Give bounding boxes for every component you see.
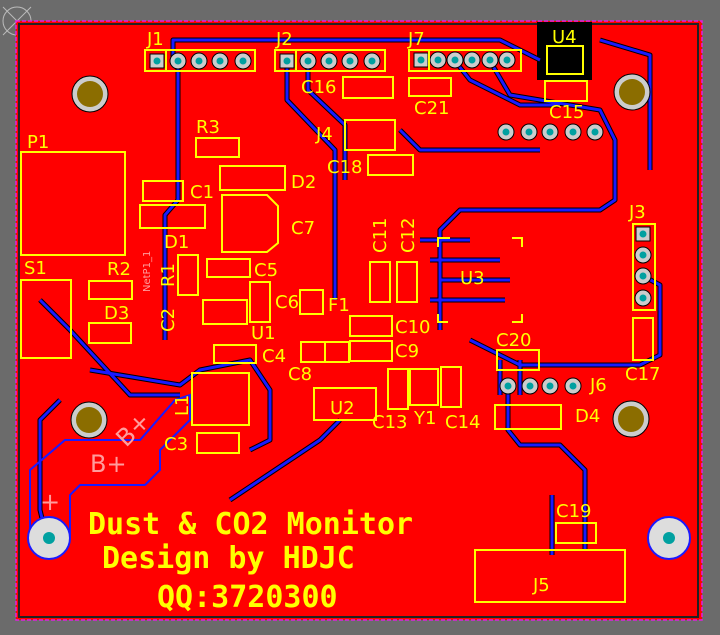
drill-hole <box>639 251 647 259</box>
label-y1: Y1 <box>413 408 436 429</box>
label-j7: J7 <box>407 29 425 50</box>
label-c5: C5 <box>254 260 278 281</box>
through-hole-pads <box>149 51 652 395</box>
drill-hole <box>591 128 599 136</box>
label-r2: R2 <box>107 259 131 280</box>
label-r1: R1 <box>158 263 179 287</box>
drill-hole <box>417 56 425 64</box>
label-c8: C8 <box>288 364 312 385</box>
drill-hole <box>546 128 554 136</box>
drill-hole <box>502 128 510 136</box>
mounting-hole-icon <box>612 400 650 438</box>
drill-hole <box>216 57 224 65</box>
label-c19: C19 <box>556 501 591 522</box>
battery-terminal-icon <box>27 516 71 560</box>
label-c1: C1 <box>190 182 214 203</box>
mounting-hole-icon <box>613 73 651 111</box>
designators: J1 J2 J7 U4 P1 R3 C1 D2 C7 D1 R2 S1 C5 C… <box>24 27 660 596</box>
drill-hole <box>639 294 647 302</box>
drill-hole <box>325 57 333 65</box>
label-l1: L1 <box>172 395 193 416</box>
drill-hole <box>451 56 459 64</box>
title-line-2: Design by HDJC <box>102 541 355 576</box>
label-c10: C10 <box>395 317 430 338</box>
mounting-holes <box>27 73 691 560</box>
label-c15: C15 <box>549 102 584 123</box>
drill-hole <box>174 57 182 65</box>
label-f1: F1 <box>328 295 350 316</box>
drill-hole <box>639 272 647 280</box>
label-c18: C18 <box>327 157 362 178</box>
drill-hole <box>346 57 354 65</box>
label-j4: J4 <box>315 124 333 145</box>
drill-hole <box>504 382 512 390</box>
label-u1: U1 <box>251 323 276 344</box>
label-d4: D4 <box>575 406 600 427</box>
board-keepout <box>18 23 699 618</box>
net-label-netp1: NetP1_1 <box>142 251 153 292</box>
label-c11: C11 <box>370 218 391 253</box>
label-c12: C12 <box>398 218 419 253</box>
label-d1: D1 <box>164 232 189 253</box>
drill-hole <box>434 56 442 64</box>
label-j2: J2 <box>275 29 293 50</box>
label-u3: U3 <box>460 268 485 289</box>
drill-hole <box>525 128 533 136</box>
label-u4: U4 <box>552 27 577 48</box>
drill-hole <box>304 57 312 65</box>
label-c7: C7 <box>291 218 315 239</box>
label-c13: C13 <box>372 412 407 433</box>
label-c3: C3 <box>164 434 188 455</box>
label-c14: C14 <box>445 412 480 433</box>
label-c2: C2 <box>158 308 179 332</box>
label-r3: R3 <box>196 117 220 138</box>
drill-hole <box>639 230 647 238</box>
label-j3: J3 <box>628 202 646 223</box>
drill-hole <box>368 57 376 65</box>
mounting-hole-icon <box>70 401 108 439</box>
title-line-3: QQ:3720300 <box>157 580 338 615</box>
title-line-1: Dust & CO2 Monitor <box>88 507 413 542</box>
label-j1: J1 <box>146 29 164 50</box>
label-c21: C21 <box>414 98 449 119</box>
label-s1: S1 <box>24 258 47 279</box>
component-outlines <box>20 45 656 603</box>
label-d2: D2 <box>291 172 316 193</box>
label-c6: C6 <box>275 292 299 313</box>
label-c9: C9 <box>395 341 419 362</box>
label-c20: C20 <box>496 330 531 351</box>
label-c16: C16 <box>301 77 336 98</box>
drill-hole <box>526 382 534 390</box>
drill-hole <box>239 57 247 65</box>
mounting-hole-icon <box>71 75 109 113</box>
drill-hole <box>283 57 291 65</box>
drill-hole <box>486 56 494 64</box>
drill-hole <box>569 382 577 390</box>
drill-hole <box>503 56 511 64</box>
label-c4: C4 <box>262 346 286 367</box>
drill-hole <box>195 57 203 65</box>
label-c17: C17 <box>625 364 660 385</box>
label-d3: D3 <box>104 303 129 324</box>
net-label-bplus: B+ <box>90 450 127 478</box>
battery-terminal-icon <box>647 516 691 560</box>
net-label-bat-plus: + <box>40 488 60 516</box>
drill-hole <box>153 57 161 65</box>
label-u2: U2 <box>330 398 355 419</box>
label-p1: P1 <box>27 132 49 153</box>
drill-hole <box>468 56 476 64</box>
drill-hole <box>569 128 577 136</box>
label-j6: J6 <box>589 375 607 396</box>
label-j5: J5 <box>532 575 550 596</box>
drill-hole <box>546 382 554 390</box>
